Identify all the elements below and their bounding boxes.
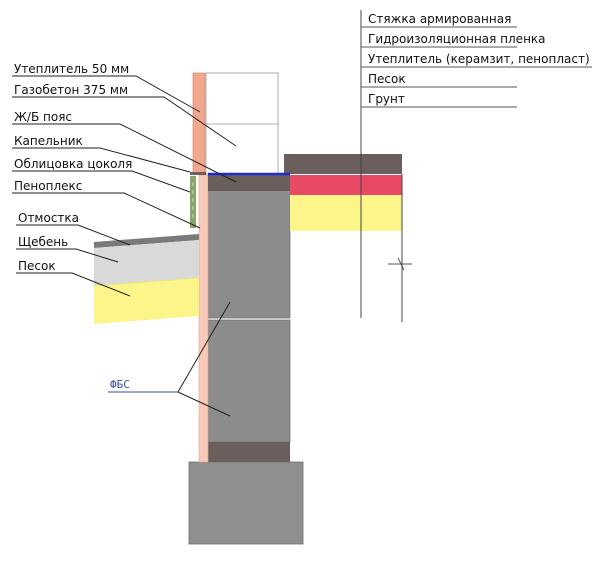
sand-backfill-edge xyxy=(93,277,200,287)
left-label-penoplex: Пеноплекс xyxy=(14,179,82,193)
floor-sand xyxy=(290,195,402,231)
fbs-leader-lower xyxy=(177,391,231,417)
right-label-2: Гидроизоляционная пленка xyxy=(368,32,546,46)
left-label-gravel: Щебень xyxy=(18,235,68,249)
floor-screed xyxy=(284,154,402,174)
leader-plinth-cladding xyxy=(12,170,191,193)
left-label-blind-area: Отмостка xyxy=(18,211,79,225)
rc-belt xyxy=(208,174,290,191)
left-label-sand: Песок xyxy=(18,259,56,273)
left-label-insulation: Утеплитель 50 мм xyxy=(14,62,129,76)
leader-penoplex xyxy=(12,192,201,229)
fbs-bottom-band xyxy=(208,442,290,462)
left-label-aerated-concrete: Газобетон 375 мм xyxy=(14,83,128,97)
leader-gravel xyxy=(16,248,119,263)
fbs-leader-upper xyxy=(177,301,231,393)
left-label-plinth-cladding: Облицовка цоколя xyxy=(14,157,132,171)
penoplex-strip xyxy=(198,174,209,463)
leader-sand xyxy=(16,272,131,297)
right-label-3: Утеплитель (керамзит, пенопласт) xyxy=(368,52,590,66)
drip-edge xyxy=(190,172,206,175)
right-label-1: Стяжка армированная xyxy=(368,12,511,26)
left-label-rc-belt: Ж/Б пояс xyxy=(14,110,72,124)
sand-backfill xyxy=(94,278,199,324)
leader-insulation xyxy=(12,75,201,113)
right-label-4: Песок xyxy=(368,72,406,86)
fbs-label: ФБС xyxy=(110,378,130,391)
left-label-drip-edge: Капельник xyxy=(14,134,83,148)
gravel-layer xyxy=(94,240,199,286)
aerated-concrete-wall xyxy=(205,72,279,175)
leader-blind-area xyxy=(16,224,131,246)
floor-insulation xyxy=(290,175,402,195)
break-mark-zigzag xyxy=(397,257,405,271)
foundation-base xyxy=(188,461,304,545)
blind-area xyxy=(94,234,199,248)
fbs-block-upper xyxy=(207,189,291,319)
leader-rc-belt xyxy=(12,123,237,183)
right-label-5: Грунт xyxy=(368,92,405,106)
fbs-block-lower xyxy=(207,319,291,443)
leader-aerated-concrete xyxy=(12,96,237,147)
leader-drip-edge xyxy=(12,147,191,173)
